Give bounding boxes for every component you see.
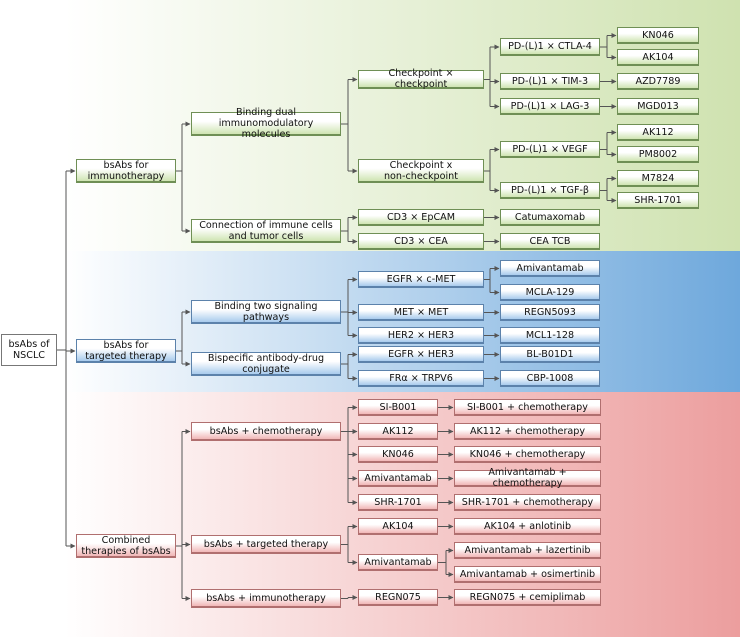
shr1701-chemo-node: SHR-1701 + chemotherapy xyxy=(454,494,601,511)
pd-tim3-node: PD-(L)1 × TIM-3 xyxy=(500,73,600,90)
connection-immune-tumor-node: Connection of immune cells and tumor cel… xyxy=(191,219,341,243)
ak112-chemo-node: AK112 + chemotherapy xyxy=(454,423,601,440)
bsabs-targeted-node: bsAbs + targeted therapy xyxy=(191,535,341,554)
amivantamab-node: Amivantamab xyxy=(500,260,600,277)
shr1701-combo-node: SHR-1701 xyxy=(358,494,438,511)
pd-tgfb-node: PD-(L)1 × TGF-β xyxy=(500,182,600,199)
targeted-category: bsAbs for targeted therapy xyxy=(76,339,176,363)
checkpoint-non-node: Checkpoint x non-checkpoint xyxy=(358,159,484,183)
checkpoint-checkpoint-node: Checkpoint × checkpoint xyxy=(358,68,484,90)
cd3-cea-node: CD3 × CEA xyxy=(358,233,484,250)
shr1701-node: SHR-1701 xyxy=(617,192,699,209)
mgd013-node: MGD013 xyxy=(617,98,699,115)
regn5093-node: REGN5093 xyxy=(500,304,600,321)
her2-her3-node: HER2 × HER3 xyxy=(358,327,484,344)
m7824-node: M7824 xyxy=(617,170,699,187)
kn046-node: KN046 xyxy=(617,27,699,44)
ak104-combo-node: AK104 xyxy=(358,518,438,535)
amivantamab-chemo-node: Amivantamab + chemotherapy xyxy=(454,467,601,489)
ak112-combo-node: AK112 xyxy=(358,423,438,440)
bsabs-chemo-node: bsAbs + chemotherapy xyxy=(191,422,341,441)
kn046-combo-node: KN046 xyxy=(358,446,438,463)
ak104-anlotinib-node: AK104 + anlotinib xyxy=(454,518,601,535)
pd-ctla4-node: PD-(L)1 × CTLA-4 xyxy=(500,38,600,56)
fra-trpv6-node: FRα × TRPV6 xyxy=(358,370,484,387)
azd7789-node: AZD7789 xyxy=(617,73,699,90)
combined-category: Combined therapies of bsAbs xyxy=(76,534,176,558)
mcla129-node: MCLA-129 xyxy=(500,284,600,301)
cd3-epcam-node: CD3 × EpCAM xyxy=(358,209,484,226)
cbp1008-node: CBP-1008 xyxy=(500,370,600,387)
bl-b01d1-node: BL-B01D1 xyxy=(500,346,600,363)
amivantamab-osimertinib-node: Amivantamab + osimertinib xyxy=(454,566,601,583)
ak112-node: AK112 xyxy=(617,124,699,141)
adc-node: Bispecific antibody-drug conjugate xyxy=(191,352,341,376)
immunotherapy-category: bsAbs for immunotherapy xyxy=(76,159,176,183)
regn075-node: REGN075 xyxy=(358,589,438,606)
pd-vegf-node: PD-(L)1 × VEGF xyxy=(500,141,600,158)
root-node: bsAbs of NSCLC xyxy=(1,334,57,366)
egfr-cmet-node: EGFR × c-MET xyxy=(358,271,484,288)
si-b001-chemo-node: SI-B001 + chemotherapy xyxy=(454,399,601,416)
amivantamab-lazertinib-node: Amivantamab + lazertinib xyxy=(454,542,601,559)
regn075-cemiplimab-node: REGN075 + cemiplimab xyxy=(454,589,601,606)
binding-dual-node: Binding dual immunomodulatory molecules xyxy=(191,107,341,140)
egfr-her3-node: EGFR × HER3 xyxy=(358,346,484,363)
cea-tcb-node: CEA TCB xyxy=(500,233,600,250)
kn046-chemo-node: KN046 + chemotherapy xyxy=(454,446,601,463)
catumaxomab-node: Catumaxomab xyxy=(500,209,600,226)
bsabs-immuno-node: bsAbs + immunotherapy xyxy=(191,589,341,608)
pm8002-node: PM8002 xyxy=(617,146,699,163)
si-b001-node: SI-B001 xyxy=(358,399,438,416)
pd-lag3-node: PD-(L)1 × LAG-3 xyxy=(500,98,600,115)
mcl1128-node: MCL1-128 xyxy=(500,327,600,344)
amivantamab-combo-node-2: Amivantamab xyxy=(358,554,438,571)
met-met-node: MET × MET xyxy=(358,304,484,321)
amivantamab-combo-node: Amivantamab xyxy=(358,470,438,487)
ak104-node: AK104 xyxy=(617,49,699,66)
binding-two-pathways-node: Binding two signaling pathways xyxy=(191,300,341,324)
